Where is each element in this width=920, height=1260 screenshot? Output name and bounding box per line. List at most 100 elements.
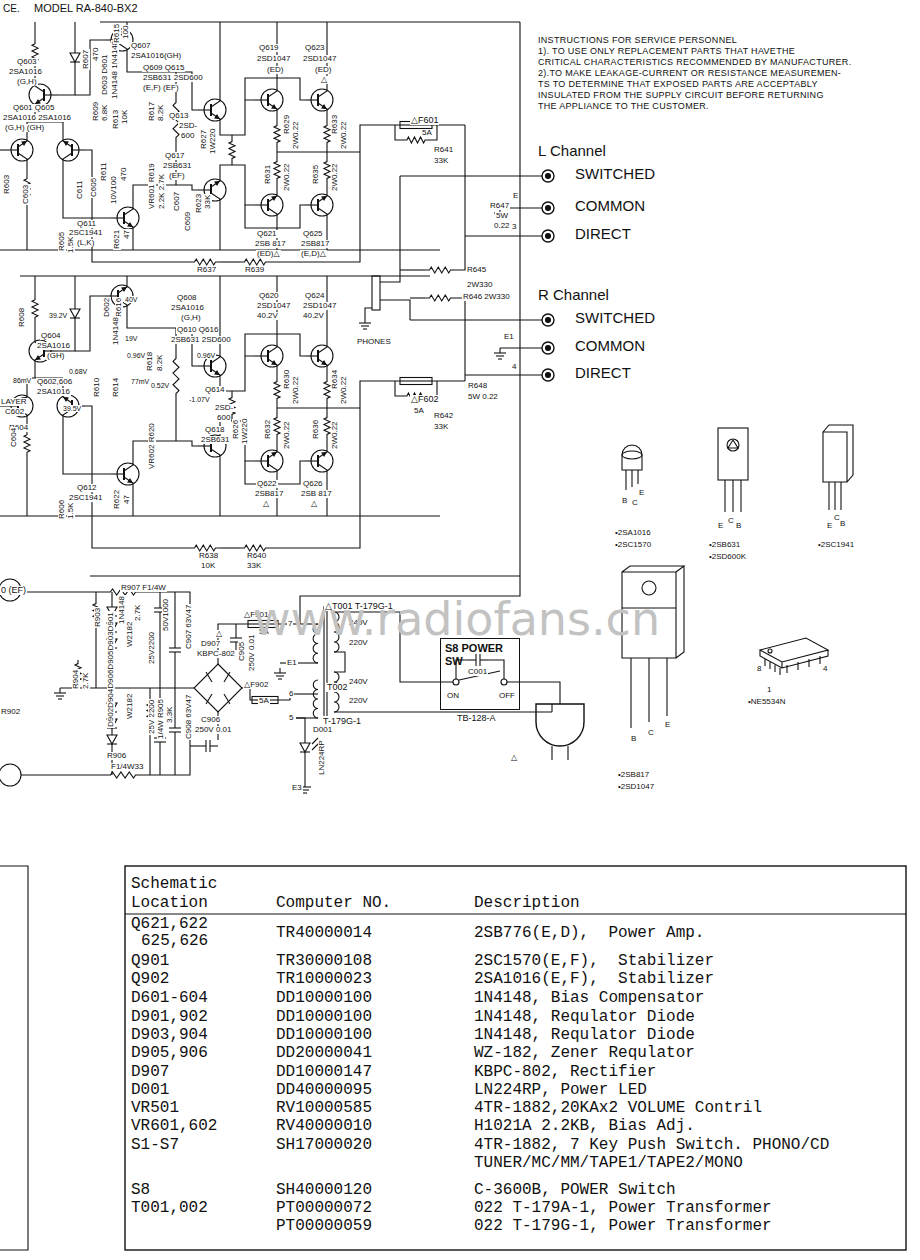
table-cell: D601-604 xyxy=(130,990,209,1006)
part-label: W2182 xyxy=(126,693,134,720)
table-cell: 625,626 xyxy=(140,933,209,949)
part-label: SWITCHED xyxy=(574,166,656,181)
transistor-lead xyxy=(255,460,268,461)
transformer-coil xyxy=(334,672,339,712)
table-cell: TR40000014 xyxy=(275,925,373,941)
supply-rail xyxy=(20,275,430,276)
part-label: R609 xyxy=(92,101,100,122)
diode-symbol xyxy=(70,309,80,318)
part-label: 2SB817 xyxy=(300,240,330,248)
transistor-lead xyxy=(255,355,268,356)
transistor-lead xyxy=(118,279,127,293)
table-cell: D903,904 xyxy=(130,1027,209,1043)
part-label: KBPC-802 xyxy=(196,650,236,658)
diode-symbol xyxy=(74,50,75,53)
capacitor-symbol xyxy=(169,647,181,648)
part-label: 19V xyxy=(124,335,138,342)
part-label: T002 xyxy=(326,683,349,692)
table-cell: SH40000120 xyxy=(275,1182,373,1198)
transistor-lead xyxy=(44,94,57,95)
part-label: •2SC1941 xyxy=(817,541,855,549)
part-label: R622 xyxy=(113,489,121,510)
output-wire xyxy=(277,407,360,408)
part-label: 2.2K 2.7K xyxy=(158,173,166,210)
wire xyxy=(220,165,255,205)
part-label: Q625 xyxy=(302,230,324,238)
table-cell: DD20000041 xyxy=(275,1045,373,1061)
service-note: INSULATED FROM THE SUPPLY CIRCUIT BEFORE… xyxy=(537,91,825,100)
part-label: Q613 xyxy=(168,112,190,120)
wire xyxy=(34,321,35,334)
transistor-lead xyxy=(268,208,277,222)
wire xyxy=(326,182,327,188)
emitter-arrow xyxy=(215,182,219,186)
ground-symbol xyxy=(58,698,62,699)
output-wire xyxy=(465,374,542,375)
resistor-symbol xyxy=(240,545,270,551)
part-label: (E,F) (EF) xyxy=(142,84,180,92)
transistor-lead xyxy=(318,464,327,478)
part-label: 2SB 817 xyxy=(254,240,287,248)
part-label: C001 xyxy=(467,668,488,676)
table-rule xyxy=(125,913,906,914)
transistor-lead xyxy=(63,153,72,167)
wire xyxy=(127,313,176,328)
transistor-lead xyxy=(124,477,133,491)
transistor-symbol xyxy=(305,339,333,373)
resistor-symbol xyxy=(324,378,330,402)
part-label: (E,D)△ xyxy=(300,250,327,258)
resistor-symbol xyxy=(324,414,330,438)
wire xyxy=(26,200,27,250)
part-label: DIRECT xyxy=(574,365,632,380)
jack-symbol xyxy=(546,346,551,351)
part-label: 0.96V xyxy=(126,352,146,359)
wire xyxy=(551,704,552,712)
wire xyxy=(176,441,198,446)
table-cell: KBPC-802, Rectifier xyxy=(473,1064,657,1080)
transistor-symbol xyxy=(305,444,333,478)
part-label: D001 xyxy=(312,726,333,734)
part-label: 470 xyxy=(120,167,128,182)
package-leg xyxy=(786,665,787,673)
resistor-symbol xyxy=(229,138,235,162)
transistor-symbol xyxy=(255,339,283,373)
wire xyxy=(242,688,252,700)
table-cell: DD40000095 xyxy=(275,1082,373,1098)
package-to126 xyxy=(728,440,738,448)
ground-symbol xyxy=(494,352,506,353)
part-label: C603 xyxy=(22,184,30,205)
resistor-symbol xyxy=(324,122,330,146)
transistor-symbol xyxy=(255,188,283,222)
part-label: PHONES xyxy=(356,338,392,346)
table-cell: Q902 xyxy=(130,971,170,987)
part-label: R618 xyxy=(146,351,154,372)
output-wire xyxy=(465,235,542,236)
wire xyxy=(34,22,35,40)
ground-symbol xyxy=(279,668,280,673)
part-label: W2182 xyxy=(126,621,134,648)
table-cell: 2SA1016(E,F), Stabilizer xyxy=(473,971,715,987)
table-cell: DD10000147 xyxy=(275,1064,373,1080)
transformer-coil xyxy=(313,680,318,718)
jack-symbol xyxy=(546,206,551,211)
part-label: COMMON xyxy=(574,198,646,213)
transistor-symbol xyxy=(5,133,33,167)
wire xyxy=(159,750,160,775)
part-label: 3.3K xyxy=(166,706,174,724)
part-label: △F601 xyxy=(410,116,439,125)
resistor-symbol xyxy=(32,296,38,321)
capacitor-symbol xyxy=(174,652,175,660)
package-leg xyxy=(648,658,649,722)
transistor-lead xyxy=(318,188,327,202)
transistor-lead xyxy=(318,103,327,117)
part-label: R603 xyxy=(3,174,11,195)
part-label: E xyxy=(638,489,645,497)
wire xyxy=(174,592,175,640)
part-label: R642 xyxy=(433,412,454,420)
resistor-symbol xyxy=(425,295,455,301)
ground-symbol xyxy=(54,692,66,693)
part-label: 2W0.22 xyxy=(340,120,348,150)
emitter-arrow xyxy=(122,288,126,292)
emitter-arrow xyxy=(128,479,132,483)
wire xyxy=(400,175,542,176)
